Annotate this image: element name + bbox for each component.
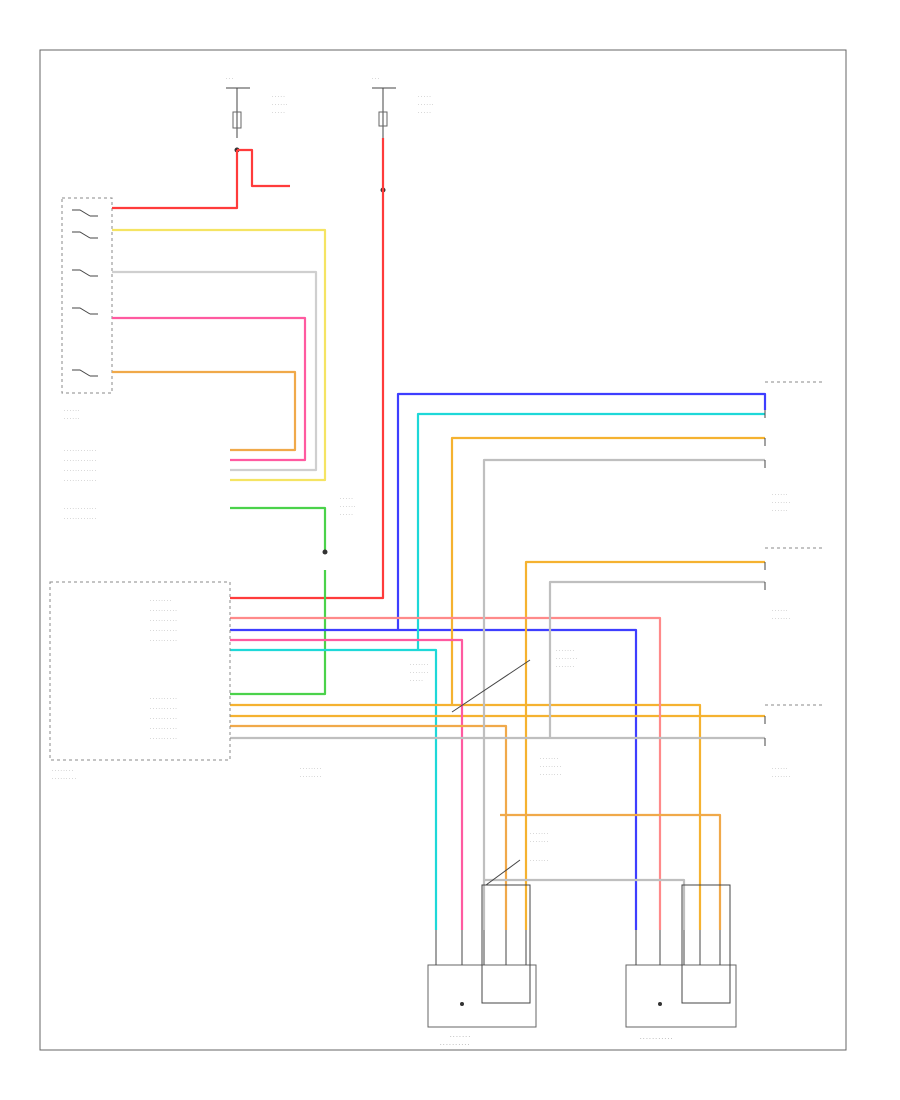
wire-blue-lower [398,628,638,930]
svg-text:· · · · · ·: · · · · · · [772,766,788,771]
wire-tan-lower [230,724,508,930]
wire-pink [112,316,307,462]
wire-white [112,270,318,472]
actuator-right: · · · · · · · · · · · [625,884,737,1042]
wire-red-branch [237,148,290,188]
svg-text:· · · · · · · ·: · · · · · · · · [150,598,171,603]
svg-text:· · · · · · · ·: · · · · · · · · [300,766,321,771]
wire-green-lower [230,570,327,696]
svg-text:· · · · · ·: · · · · · · [772,608,788,613]
svg-text:· · · · · · · ·: · · · · · · · · [556,656,577,661]
svg-text:· · · · ·: · · · · · [272,94,285,99]
svg-text:· · · · · · ·: · · · · · · · [530,831,548,836]
wire-orange-2 [524,560,765,930]
svg-text:· · · · · ·: · · · · · · [272,102,288,107]
svg-text:· · · · · · · · · ·: · · · · · · · · · · [150,618,177,623]
ground-node [322,549,328,555]
svg-text:· · · · · · · · ·: · · · · · · · · · [52,776,76,781]
callouts: · · · · · · · · · · · · · · · · · · · · … [300,496,577,886]
svg-text:· · · · · · · · · ·: · · · · · · · · · · [150,628,177,633]
wire-red [112,150,239,210]
svg-text:· · · · · · · · · ·: · · · · · · · · · · [150,736,177,741]
fuse-source-right: · · · · · · · · · · · · · · · · · · · [372,76,434,138]
svg-text:· · · · · · · ·: · · · · · · · · [52,768,73,773]
svg-text:· · · · ·: · · · · · [340,496,353,501]
actuator-left: · · · · · · · · · · · · · · · · · [427,884,537,1048]
svg-text:· · · · · · ·: · · · · · · · [772,616,790,621]
fuse-source-left: · · · · · · · · · · · · · · · · · · · [226,76,288,138]
svg-text:· · · · · · · · · ·: · · · · · · · · · · [150,726,177,731]
wire-gray-4 [484,878,686,930]
wire-light-blue [230,648,438,930]
svg-text:· · · · · ·: · · · · · · [772,508,788,513]
svg-text:· · · · ·: · · · · · [272,110,285,115]
wire-light-blue-up [416,412,765,650]
svg-text:· · · · · · · · · ·: · · · · · · · · · · [150,696,177,701]
instrument-panel-labels: · · · · · · · · · · · · · · · · · · · · … [64,448,96,521]
svg-text:· · · · · · · · · ·: · · · · · · · · · · [440,1042,469,1048]
diagram-frame [39,49,847,1051]
svg-text:· · · · · ·: · · · · · · [64,416,80,421]
svg-text:· · · · · · · · · · · ·: · · · · · · · · · · · · [64,458,96,463]
wire-green [230,506,327,550]
svg-text:· · · · · · ·: · · · · · · · [772,774,790,779]
connector-pins [435,930,721,965]
svg-text:· · · · · · · ·: · · · · · · · · [540,764,561,769]
svg-text:· · · · · · · · · · · ·: · · · · · · · · · · · · [64,478,96,483]
svg-text:· · · · · ·: · · · · · · [772,492,788,497]
svg-text:· · · · · · ·: · · · · · · · [540,756,558,761]
svg-text:· · · · ·: · · · · · [418,94,431,99]
wire-yellow [112,228,327,482]
wire-gray [482,458,765,930]
right-component-3: · · · · · · · · · · · · · [764,704,825,779]
wire-orange-3 [230,703,702,930]
svg-text:· · · · · · ·: · · · · · · · [772,500,790,505]
svg-text:· · · · · · ·: · · · · · · · [556,648,574,653]
svg-text:· · · · · · · ·: · · · · · · · · [540,772,561,777]
svg-text:· · · · · · ·: · · · · · · · [410,662,428,667]
svg-text:· · · · · · ·: · · · · · · · [530,839,548,844]
svg-text:· · · · · · · · · · ·: · · · · · · · · · · · [640,1036,673,1042]
svg-text:· · · · · ·: · · · · · · [340,504,356,509]
svg-text:· · ·: · · · [226,76,233,81]
steering-wheel-switch-box: · · · · · · · · · · · · [61,197,113,421]
svg-text:· · · · ·: · · · · · [410,678,423,683]
wire-blue [230,392,767,632]
svg-text:· · · · · · · · · · · ·: · · · · · · · · · · · · [64,506,96,511]
svg-text:· · · · ·: · · · · · [340,512,353,517]
wire-tan [112,370,297,452]
svg-text:· · · · · · · · · ·: · · · · · · · · · · [150,638,177,643]
svg-text:· · · · · · · · · · · ·: · · · · · · · · · · · · [64,468,96,473]
svg-text:· · · · · · · · · ·: · · · · · · · · · · [150,716,177,721]
svg-text:· · · · ·: · · · · · [418,110,431,115]
wire-pink-lower [230,638,464,930]
wire-red-main [230,138,385,600]
wire-tan-lower-2 [500,813,722,930]
wire-gray-2 [548,580,765,738]
svg-text:· · · · · · · · · · · ·: · · · · · · · · · · · · [64,448,96,453]
svg-text:· · · · · ·: · · · · · · [64,408,80,413]
svg-text:· · · · · · ·: · · · · · · · [556,664,574,669]
right-component-1: · · · · · · · · · · · · · · · · · · · [764,381,825,513]
svg-text:· · ·: · · · [372,76,379,81]
wire-pink-lower-2 [230,616,662,930]
right-component-2: · · · · · · · · · · · · · [764,547,825,621]
seat-module-box: · · · · · · · · · · · · · · · · · · · · … [49,581,231,781]
svg-text:· · · · · · ·: · · · · · · · [450,1034,470,1040]
svg-text:· · · · · · ·: · · · · · · · [410,670,428,675]
svg-text:· · · · · ·: · · · · · · [418,102,434,107]
svg-text:· · · · · · · · · ·: · · · · · · · · · · [150,608,177,613]
svg-text:· · · · · · · · · · · ·: · · · · · · · · · · · · [64,516,96,521]
wire-orange [450,436,765,705]
svg-text:· · · · · · · ·: · · · · · · · · [300,774,321,779]
svg-text:· · · · · · ·: · · · · · · · [530,858,548,863]
svg-text:· · · · · · · · · ·: · · · · · · · · · · [150,706,177,711]
